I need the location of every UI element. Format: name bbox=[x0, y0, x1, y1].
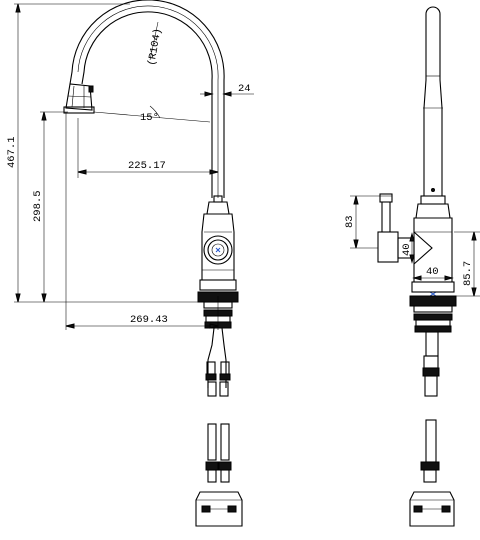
gooseneck-spout bbox=[69, 0, 225, 198]
dim-spout-reach: 225.17 bbox=[128, 160, 166, 172]
dim-head-angle: 15° bbox=[140, 112, 159, 124]
dim-spout-height: 298.5 bbox=[32, 190, 44, 222]
side-body bbox=[413, 195, 453, 297]
handle-hub bbox=[203, 235, 233, 265]
dim-spout-diameter: 24 bbox=[238, 83, 251, 95]
side-lever bbox=[377, 193, 433, 265]
side-dimensions bbox=[350, 195, 480, 297]
dim-body-height: 85.7 bbox=[462, 261, 474, 286]
side-base bbox=[409, 281, 457, 333]
dim-body-width: 40 bbox=[426, 266, 439, 278]
dim-total-height: 467.1 bbox=[6, 136, 18, 168]
dim-lever-height: 83 bbox=[344, 215, 356, 228]
side-spout bbox=[423, 6, 443, 196]
side-view: 83 40 40 85.7 bbox=[344, 6, 480, 527]
spray-head bbox=[63, 83, 95, 114]
hose-weight bbox=[195, 491, 243, 527]
dim-overall-reach: 269.43 bbox=[130, 314, 168, 326]
front-view: 467.1 298.5 225.17 269.43 24 (R104) 15° bbox=[6, 0, 254, 527]
dim-handle-width: 40 bbox=[401, 243, 413, 256]
side-hoses bbox=[420, 331, 440, 483]
faucet-body bbox=[201, 195, 235, 281]
dim-arc-radius: (R104) bbox=[146, 27, 164, 66]
supply-hoses bbox=[205, 327, 232, 483]
front-dimensions bbox=[14, 3, 254, 330]
side-hose-weight bbox=[409, 491, 455, 527]
